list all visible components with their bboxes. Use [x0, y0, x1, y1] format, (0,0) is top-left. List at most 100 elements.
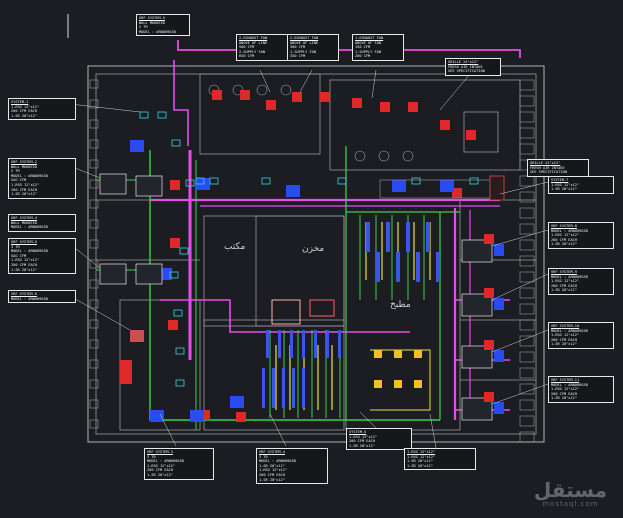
- column: [89, 379, 99, 389]
- leader-line: [499, 181, 549, 195]
- tag-line: 1-SR 20"x12": [349, 443, 375, 448]
- tag-line: 1-SR 20"x12": [551, 288, 577, 293]
- column: [89, 219, 99, 229]
- tag-line: MODEL : ARNU09GSB: [551, 274, 588, 279]
- tag-line: GRILLE 24"x12": [448, 60, 479, 64]
- unit-red: [484, 288, 494, 298]
- kitchen-wall: [329, 79, 521, 171]
- grille: [139, 111, 149, 119]
- tag-line: SEE SPECIFICATION: [530, 170, 567, 175]
- grille: [185, 179, 195, 187]
- unit-red: [236, 412, 246, 422]
- column: [519, 95, 535, 107]
- grille: [469, 177, 479, 185]
- diffuser-strip: [282, 368, 285, 408]
- tag-line: 1-SR 20"x12": [407, 459, 433, 464]
- tag-line: GRILLE 24"x12": [530, 161, 561, 165]
- tag-line: 150 CFM: [355, 45, 371, 50]
- diffuser-strip: [290, 330, 293, 358]
- tag-line: MODEL : ARNU09GSB: [147, 459, 184, 464]
- building-outline: [87, 65, 545, 443]
- tag-line: WALL MOUNTED: [139, 20, 165, 25]
- tag-line: 1-RSG 12"x12": [551, 333, 580, 338]
- leader-line: [491, 229, 549, 247]
- tag-line: 200 CFM EACH: [551, 283, 577, 288]
- unit-red: [484, 340, 494, 350]
- tag-line: 200 CFM EACH: [11, 262, 37, 267]
- unit-red: [466, 130, 476, 140]
- duct-riser: [173, 60, 189, 146]
- unit-red: [380, 102, 390, 112]
- tag-line: VRF SYSTEM-9: [551, 270, 577, 274]
- tag-line: 1-SR 20"x12": [407, 463, 433, 468]
- tag-line: 1-SR 20"x12": [147, 472, 173, 477]
- unit-blue: [494, 244, 504, 256]
- column: [89, 339, 99, 349]
- column: [519, 207, 535, 219]
- tag-line: 500 CFM: [239, 45, 255, 50]
- tag-line: 1-SUPPLY FAN: [355, 49, 381, 54]
- tag-line: 3 TR: [11, 244, 20, 249]
- tag-line: VRF SYSTEM-5: [139, 16, 165, 20]
- column: [89, 119, 99, 129]
- tag-line: 1-RSG 12"x12": [349, 434, 378, 439]
- diffuser-strip: [416, 252, 420, 282]
- column: [89, 159, 99, 169]
- leader-line: [359, 411, 377, 429]
- unit-red: [170, 238, 180, 248]
- tag-line: 1-RSG 12"x12": [259, 468, 288, 473]
- tag-line: VRF SYSTEM-10: [551, 324, 580, 328]
- watermark-url: mostaql.com: [542, 500, 599, 508]
- tag-line: 1-RSG 12"x12": [11, 258, 40, 263]
- unit-red: [240, 90, 250, 100]
- unit-red: [352, 98, 362, 108]
- column: [519, 79, 535, 91]
- tag-line: 3 TR: [259, 454, 268, 459]
- diffuser-strip: [314, 330, 317, 358]
- column: [519, 399, 535, 411]
- diffuser-strip: [386, 222, 390, 252]
- tag-line: 1-SR 20"x12": [11, 267, 37, 272]
- diffuser-strip: [302, 330, 305, 358]
- column: [519, 303, 535, 315]
- tag-line: MODEL : ARNU09GSB: [551, 328, 588, 333]
- kitchen-hall-wall: [345, 199, 461, 431]
- leader-line: [159, 413, 177, 447]
- indoor-unit: [99, 173, 127, 195]
- unit-red: [484, 234, 494, 244]
- tag-line: 1-SR 20"x12": [11, 113, 37, 118]
- column: [89, 419, 99, 429]
- column: [519, 143, 535, 155]
- indoor-unit: [461, 397, 493, 421]
- diffuser-strip: [406, 222, 410, 252]
- tag-line: SYSTEM-5: [349, 430, 367, 434]
- leader-line: [439, 73, 471, 111]
- tag-line: ABOVE OF LINE: [239, 40, 268, 45]
- leader-line: [371, 69, 377, 99]
- column: [519, 335, 535, 347]
- tag-line: VRF SYSTEM-4: [259, 450, 285, 454]
- office-store-wall: [203, 215, 345, 327]
- tag-line: 200 CFM EACH: [11, 187, 37, 192]
- store-wall: [255, 215, 345, 327]
- grille: [171, 139, 181, 147]
- column: [89, 199, 99, 209]
- unit-red: [292, 92, 302, 102]
- tag-line: 200 CFM: [355, 54, 371, 59]
- tag-line: MODEL : ARNU09GSB: [11, 225, 48, 230]
- south-room-wall: [203, 319, 345, 431]
- tag-line: MODEL : ARNU09GSB: [551, 228, 588, 233]
- grille-yellow: [414, 380, 422, 388]
- tag-line: 200 CFM EACH: [551, 391, 577, 396]
- grille-yellow: [394, 350, 402, 358]
